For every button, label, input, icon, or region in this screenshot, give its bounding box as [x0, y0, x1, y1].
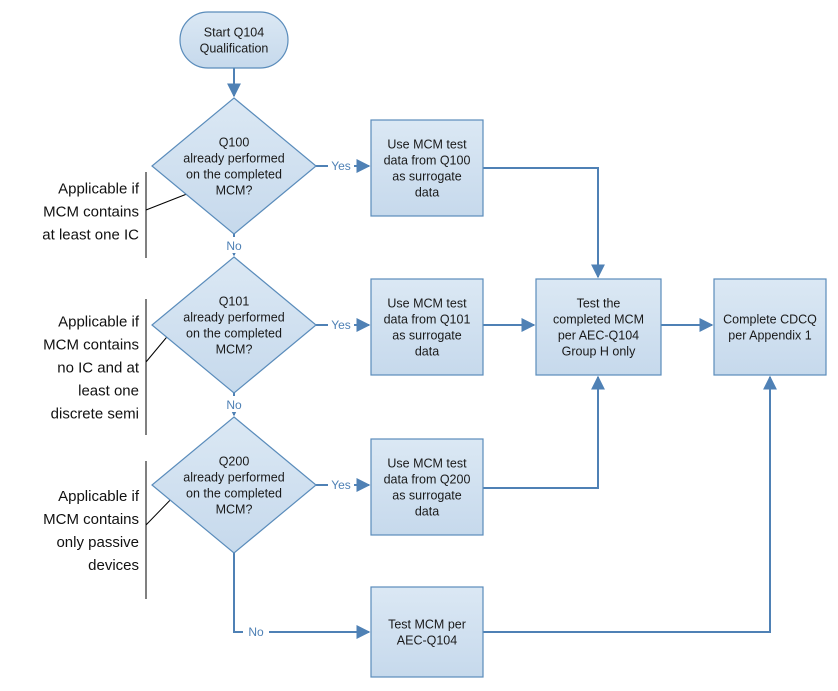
- q101-text-line: on the completed: [186, 327, 282, 341]
- label-q100-no: No: [226, 239, 242, 253]
- label-q200-yes-bg: [328, 476, 354, 492]
- use-q101-text-line: Use MCM test: [387, 297, 467, 311]
- note-ic-text: Applicable if MCM contains at least one IC: [42, 181, 140, 244]
- test-group-h-box: [535, 278, 662, 376]
- complete-cdcq-text-line: Complete CDCQ: [723, 313, 817, 327]
- label-q101-yes: Yes: [331, 318, 351, 332]
- q200-text-line: Q200: [219, 455, 250, 469]
- test-group-h-text-line: Group H only: [562, 345, 636, 359]
- edge-testmcm-to-cdcq: [483, 375, 777, 633]
- test-group-h-text-line: completed MCM: [553, 313, 644, 327]
- q100-decision: [151, 97, 317, 235]
- label-q101-no-bg: [221, 396, 247, 412]
- use-q100-box: [370, 119, 484, 217]
- note-discrete-text-line: Applicable if: [58, 314, 140, 331]
- test-mcm-text-line: AEC-Q104: [397, 634, 457, 648]
- use-q200-text: Use MCM test data from Q200 as surrogate da…: [384, 457, 471, 519]
- q200-text-line: MCM?: [216, 503, 253, 517]
- note-discrete-text-line: no IC and at: [57, 360, 140, 377]
- q101-text-line: already performed: [183, 311, 284, 325]
- q200-text-line: on the completed: [186, 487, 282, 501]
- use-q100-text-line: data: [415, 186, 439, 200]
- use-q101-text-line: data: [415, 345, 439, 359]
- q200-text-line: already performed: [183, 471, 284, 485]
- use-q101-text-line: as surrogate: [392, 329, 462, 343]
- q101-text-line: MCM?: [216, 343, 253, 357]
- q101-text-line: Q101: [219, 295, 250, 309]
- start-text-line: Qualification: [200, 42, 269, 56]
- use-q101-text-line: data from Q101: [384, 313, 471, 327]
- label-q101-yes-bg: [328, 316, 354, 332]
- label-q101-no: No: [226, 398, 242, 412]
- note-passive-text-line: only passive: [56, 534, 139, 551]
- use-q101-text: Use MCM test data from Q101 as surrogate da…: [384, 297, 471, 359]
- q101-decision: [151, 256, 317, 394]
- note-passive-text: Applicable if MCM contains only passive dev…: [43, 488, 140, 574]
- edge-use-q100-to-test: [483, 167, 605, 279]
- start-text-line: Start Q104: [204, 26, 264, 40]
- use-q101-box: [370, 278, 484, 376]
- complete-cdcq-box: [713, 278, 827, 376]
- note-discrete-text: Applicable if MCM contains no IC and at lea…: [43, 314, 140, 423]
- note-ic-text-line: at least one IC: [42, 227, 139, 244]
- label-q100-yes-bg: [328, 157, 354, 173]
- label-q100-yes: Yes: [331, 159, 351, 173]
- note-discrete-text-line: MCM contains: [43, 337, 139, 354]
- label-q100-no-bg: [221, 237, 247, 253]
- use-q200-text-line: data: [415, 505, 439, 519]
- q100-text-line: on the completed: [186, 168, 282, 182]
- test-group-h-text-line: per AEC-Q104: [558, 329, 639, 343]
- use-q100-text-line: as surrogate: [392, 170, 462, 184]
- note-passive-text-line: MCM contains: [43, 511, 139, 528]
- test-mcm-box: [370, 586, 484, 678]
- note-passive-text-line: Applicable if: [58, 488, 140, 505]
- use-q200-box: [370, 438, 484, 536]
- use-q200-text-line: as surrogate: [392, 489, 462, 503]
- q100-text-line: MCM?: [216, 184, 253, 198]
- q100-text-line: already performed: [183, 152, 284, 166]
- q100-text-line: Q100: [219, 136, 250, 150]
- complete-cdcq-text: Complete CDCQ per Appendix 1: [723, 313, 817, 343]
- note-ic-text-line: Applicable if: [58, 181, 140, 198]
- test-mcm-text-line: Test MCM per: [388, 618, 466, 632]
- use-q100-text-line: Use MCM test: [387, 138, 467, 152]
- test-group-h-text-line: Test the: [577, 297, 621, 311]
- note-discrete-text-line: discrete semi: [51, 406, 139, 423]
- note-passive-text-line: devices: [88, 557, 139, 574]
- edge-use-q200-to-test: [483, 375, 605, 489]
- note-discrete-text-line: least one: [78, 383, 139, 400]
- start-box: [179, 11, 289, 69]
- q200-decision: [151, 416, 317, 554]
- label-q200-no-bg: [243, 623, 269, 639]
- edge-q200-no: [233, 553, 371, 639]
- use-q200-text-line: Use MCM test: [387, 457, 467, 471]
- complete-cdcq-text-line: per Appendix 1: [728, 329, 811, 343]
- label-q200-no: No: [248, 625, 264, 639]
- use-q100-text-line: data from Q100: [384, 154, 471, 168]
- use-q200-text-line: data from Q200: [384, 473, 471, 487]
- note-ic-text-line: MCM contains: [43, 204, 139, 221]
- label-q200-yes: Yes: [331, 478, 351, 492]
- use-q100-text: Use MCM test data from Q100 as surrogate da…: [384, 138, 471, 200]
